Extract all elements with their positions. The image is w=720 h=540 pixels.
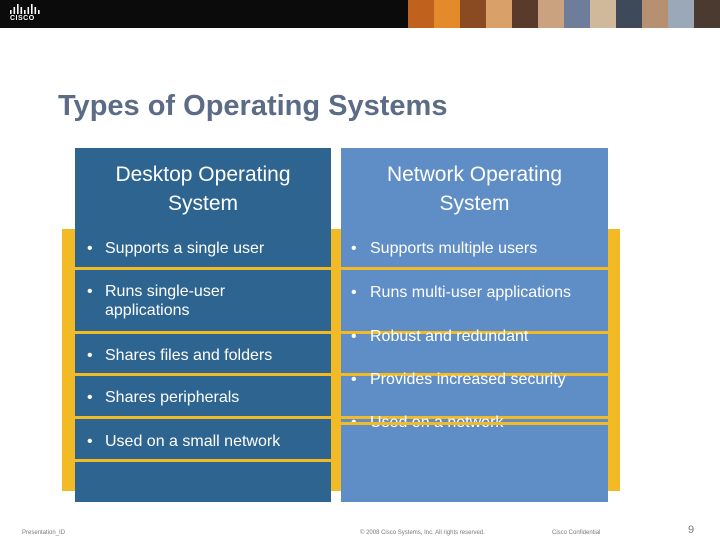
- table-row: • Provides increased security: [341, 371, 608, 419]
- desktop-feature: Shares peripherals: [105, 389, 240, 406]
- desktop-feature: Supports a single user: [105, 240, 265, 257]
- network-os-header-line2: System: [439, 192, 510, 215]
- header-photo: [694, 0, 720, 28]
- desktop-os-header: Desktop Operating System: [75, 160, 331, 218]
- cisco-bridge-icon: [10, 4, 40, 14]
- header-photo: [486, 0, 512, 28]
- header-photo: [642, 0, 668, 28]
- confidential-label: Cisco Confidential: [552, 530, 601, 536]
- bullet: •: [87, 347, 93, 364]
- desktop-os-header-line1: Desktop Operating: [115, 163, 291, 186]
- header-photo: [590, 0, 616, 28]
- table-row: • Supports a single user: [75, 229, 331, 270]
- header-photo: [616, 0, 642, 28]
- network-feature: Runs multi-user applications: [370, 284, 571, 301]
- bullet: •: [351, 371, 357, 388]
- header-photo: [538, 0, 564, 28]
- bullet: •: [87, 283, 93, 300]
- header-photo: [434, 0, 460, 28]
- desktop-os-header-line2: System: [167, 192, 238, 215]
- row-divider: [341, 422, 608, 425]
- table-row: • Shares peripherals: [75, 376, 331, 419]
- presentation-id: Presentation_ID: [22, 530, 66, 536]
- bullet: •: [87, 389, 93, 406]
- network-os-header-line1: Network Operating: [386, 163, 563, 186]
- network-feature: Robust and redundant: [370, 328, 529, 345]
- table-row: • Runs single-user applications: [75, 270, 331, 334]
- network-feature: Supports multiple users: [370, 240, 538, 257]
- header-photo: [564, 0, 590, 28]
- header-banner: CISCO: [0, 0, 720, 28]
- bullet: •: [87, 240, 93, 257]
- table-row: • Robust and redundant: [341, 328, 608, 376]
- table-row: • Used on a small network: [75, 419, 331, 462]
- table-row: • Supports multiple users: [341, 229, 608, 270]
- header-photo-strip: [408, 0, 720, 28]
- cisco-logo: CISCO: [8, 3, 44, 25]
- header-photo: [668, 0, 694, 28]
- logo-wordmark: CISCO: [10, 15, 35, 22]
- slide-title: Types of Operating Systems: [58, 90, 448, 122]
- bullet: •: [351, 240, 357, 257]
- header-photo: [408, 0, 434, 28]
- header-photo: [512, 0, 538, 28]
- network-feature: Provides increased security: [370, 371, 566, 388]
- network-os-header: Network Operating System: [341, 160, 608, 218]
- desktop-feature: Used on a small network: [105, 433, 281, 450]
- copyright-notice: © 2008 Cisco Systems, Inc. All rights re…: [360, 530, 485, 536]
- bullet: •: [351, 328, 357, 345]
- page-number: 9: [688, 524, 695, 536]
- desktop-feature: Shares files and folders: [105, 347, 273, 364]
- table-row: • Runs multi-user applications: [341, 270, 608, 334]
- table-row: • Shares files and folders: [75, 334, 331, 376]
- header-photo: [460, 0, 486, 28]
- desktop-feature: Runs single-user applications: [105, 283, 226, 319]
- bullet: •: [351, 284, 357, 301]
- bullet: •: [87, 433, 93, 450]
